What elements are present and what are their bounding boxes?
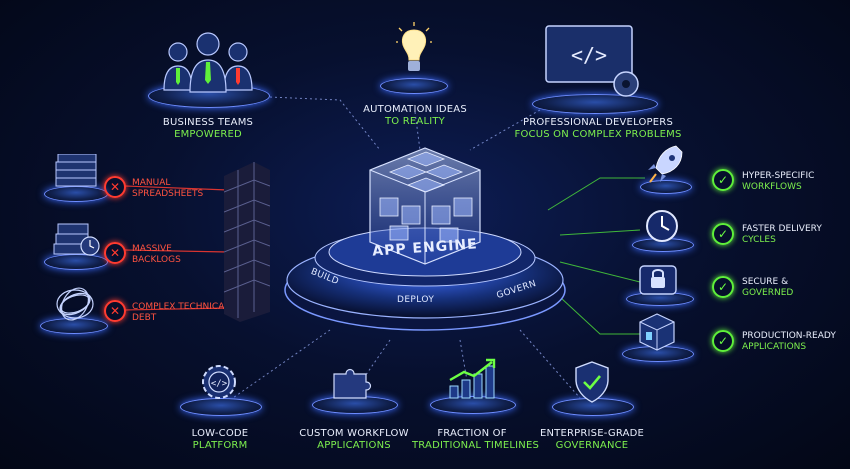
backlogs-x-icon: ✕ (104, 242, 126, 264)
secure-governed-label: SECURE &GOVERNED (742, 277, 794, 298)
tech-debt-x-icon: ✕ (104, 300, 126, 322)
app-cube-icon (639, 313, 675, 351)
delivery-check-icon: ✓ (712, 223, 734, 245)
automation-ideas-pedestal (380, 78, 448, 94)
developers-pedestal (532, 94, 658, 114)
brick-wall-icon (224, 162, 270, 322)
puzzle-icon (333, 368, 372, 399)
lightbulb-icon (396, 22, 432, 71)
ring-deploy-label: DEPLOY (397, 295, 435, 305)
secure-check-icon: ✓ (712, 276, 734, 298)
workflows-check-icon: ✓ (712, 169, 734, 191)
lock-icon (639, 265, 677, 295)
rocket-pedestal (640, 180, 692, 194)
app-engine-platform (284, 147, 566, 331)
spreadsheets-icon (55, 154, 97, 187)
growth-chart-icon (449, 358, 496, 399)
svg-text:</>: </> (571, 43, 607, 67)
low-code-pedestal (180, 398, 262, 416)
svg-text:</>: </> (211, 379, 228, 389)
timelines-pedestal (430, 396, 516, 414)
clock-icon (646, 210, 678, 242)
users-icon (163, 32, 253, 93)
gear-code-icon: </> (202, 365, 236, 399)
production-check-icon: ✓ (712, 330, 734, 352)
spreadsheets-x-icon: ✕ (104, 176, 126, 198)
shield-check-icon (575, 361, 609, 403)
rocket-icon (648, 145, 683, 183)
tangle-icon (56, 287, 94, 321)
backlog-icon (53, 223, 100, 256)
code-monitor-icon: </> (545, 25, 639, 97)
